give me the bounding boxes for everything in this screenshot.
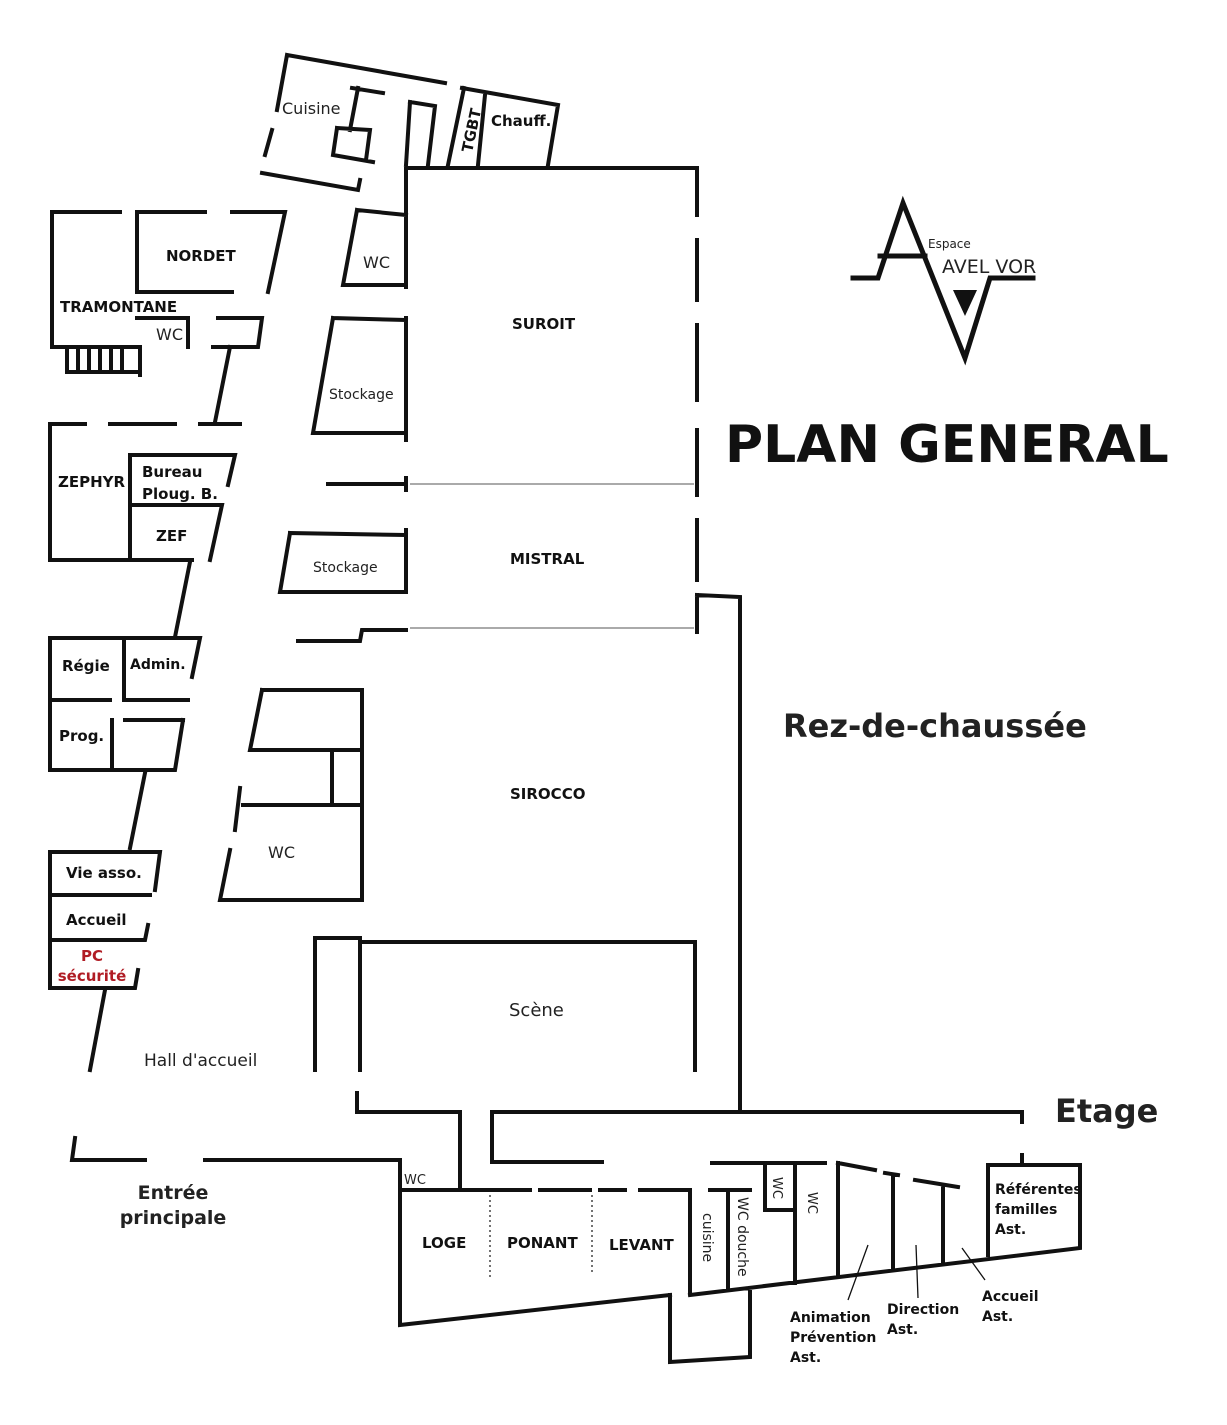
room-wc: WC [156,325,183,344]
room-scene: Scène [509,1000,564,1021]
room-wc: WC [769,1177,784,1199]
room-labels: Cuisine TGBT Chauff. NORDET TRAMONTANE W… [58,99,1082,1366]
room-suroit: SUROIT [512,315,576,333]
room-nordet: NORDET [166,247,237,265]
room-zephyr: ZEPHYR [58,473,126,491]
walls [48,52,1082,1365]
room-bureau-line2: Ploug. B. [142,485,218,503]
room-accueil-ast: Accueil [982,1289,1039,1305]
room-chauff: Chauff. [491,112,551,130]
room-prog: Prog. [59,727,104,745]
room-animation: Animation [790,1310,871,1326]
room-referentes: Référentes [995,1182,1082,1198]
room-cuisine: Cuisine [282,99,341,118]
room-referentes-line2: familles [995,1202,1057,1218]
room-zef: ZEF [156,527,187,545]
room-direction: Direction [887,1302,959,1318]
room-mistral: MISTRAL [510,550,585,568]
room-bureau: Bureau [142,463,202,481]
room-tramontane: TRAMONTANE [60,298,177,316]
room-hall: Hall d'accueil [144,1051,257,1071]
room-wc: WC [804,1192,819,1214]
room-accueil: Accueil [66,911,127,929]
room-admin: Admin. [130,657,186,673]
room-animation-line2: Prévention [790,1330,876,1346]
room-levant: LEVANT [609,1236,675,1254]
room-vie-asso: Vie asso. [66,864,142,882]
entrance-label-2: principale [120,1207,227,1229]
room-stockage: Stockage [313,560,378,576]
room-wc: WC [363,253,390,272]
room-referentes-line3: Ast. [995,1222,1026,1238]
room-wc: WC [268,843,295,862]
room-accueil-ast-line2: Ast. [982,1309,1013,1325]
room-loge: LOGE [422,1234,466,1252]
room-wc-douche: WC douche [734,1197,750,1277]
room-wc: WC [404,1173,426,1188]
level-upper-label: Etage [1055,1092,1158,1130]
room-stockage: Stockage [329,387,394,403]
room-direction-line2: Ast. [887,1322,918,1338]
logo-small-text: Espace [928,237,971,251]
entrance-label: Entrée [138,1182,209,1204]
room-cuisine-small: cuisine [699,1213,715,1262]
room-pc-securite: PC [81,947,103,965]
logo: Espace AVEL VOR [850,195,1036,366]
room-sirocco: SIROCCO [510,785,585,803]
logo-name: AVEL VOR [942,256,1036,278]
room-pc-securite-line2: sécurité [58,967,127,985]
level-ground-label: Rez-de-chaussée [783,707,1087,745]
page-title: PLAN GENERAL [725,415,1169,475]
room-ponant: PONANT [507,1234,578,1252]
room-regie: Régie [62,657,110,675]
room-animation-line3: Ast. [790,1350,821,1366]
